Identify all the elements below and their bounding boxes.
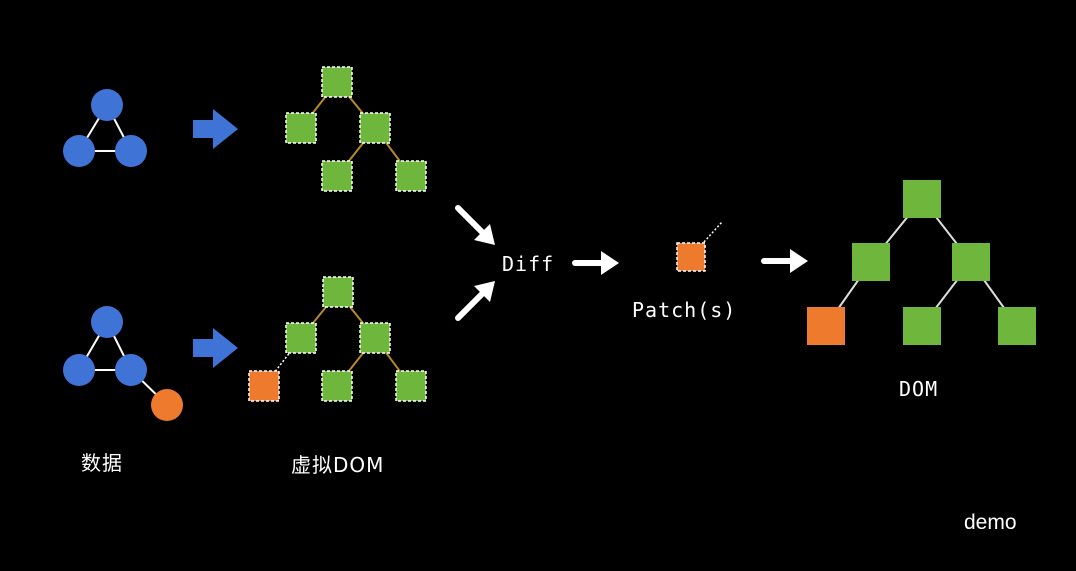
vdom-tree-original xyxy=(285,66,427,192)
patch-node xyxy=(676,242,706,272)
data-graph-updated xyxy=(63,306,183,421)
vdom-node xyxy=(285,322,317,354)
diff-label: Diff xyxy=(502,252,555,276)
dom-node-added xyxy=(807,307,845,345)
data-node xyxy=(63,135,95,167)
white-arrow-icon xyxy=(572,251,619,275)
vdom-node-added xyxy=(248,370,280,402)
vdom-node xyxy=(395,370,427,402)
data-node xyxy=(115,135,147,167)
patches-label: Patch(s) xyxy=(632,298,737,322)
data-node xyxy=(115,354,147,386)
blue-arrow-icon xyxy=(193,109,238,149)
vdom-node xyxy=(359,112,391,144)
demo-watermark: demo xyxy=(964,511,1017,534)
data-label: 数据 xyxy=(81,451,123,475)
dom-tree xyxy=(807,180,1036,345)
dom-label: DOM xyxy=(899,377,939,401)
dom-node xyxy=(952,243,990,281)
white-arrow-icon xyxy=(455,205,495,245)
vdom-tree-updated xyxy=(248,276,427,402)
vdom-node xyxy=(321,160,353,192)
vdom-node xyxy=(285,112,317,144)
data-node xyxy=(91,89,123,121)
dom-node xyxy=(903,307,941,345)
dom-node xyxy=(998,307,1036,345)
vdom-node xyxy=(359,322,391,354)
data-graph-original xyxy=(63,89,147,167)
vdom-label: 虚拟DOM xyxy=(291,453,385,477)
vdom-node xyxy=(395,160,427,192)
dom-node xyxy=(852,243,890,281)
vdom-node xyxy=(321,66,353,98)
blue-arrow-icon xyxy=(193,328,238,368)
dom-node xyxy=(903,180,941,218)
patch-node-group xyxy=(676,221,723,272)
data-node xyxy=(63,354,95,386)
vdom-node xyxy=(321,370,353,402)
data-node-added xyxy=(151,389,183,421)
white-arrow-icon xyxy=(761,249,808,273)
white-arrow-icon xyxy=(455,281,495,321)
patch-edge xyxy=(703,221,723,243)
vdom-node xyxy=(322,276,354,308)
data-node xyxy=(91,306,123,338)
